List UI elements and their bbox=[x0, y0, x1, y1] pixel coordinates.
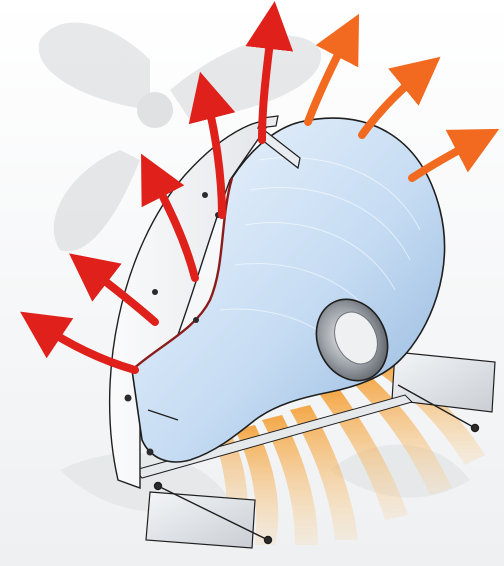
fan-shroud-illustration bbox=[0, 0, 504, 566]
illustration-stage bbox=[0, 0, 504, 566]
